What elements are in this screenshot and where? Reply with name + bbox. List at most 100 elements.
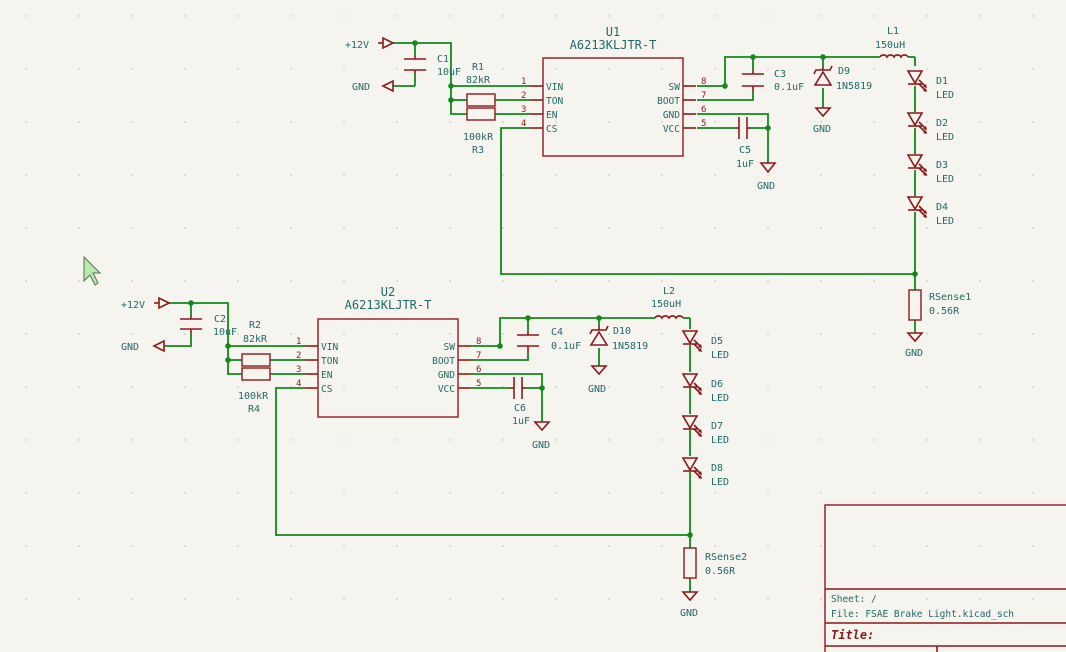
diode-d10[interactable]: D10 1N5819 (589, 325, 648, 352)
pin-number: 7 (476, 351, 481, 361)
pin-number: 7 (701, 91, 706, 101)
pin-number: 8 (476, 337, 481, 347)
resistor-r4[interactable]: 100kR R4 (238, 367, 271, 415)
c1-ref: C1 (437, 54, 449, 65)
led-value: LED (711, 477, 729, 488)
pin-name: TON (321, 356, 338, 367)
gnd-symbol[interactable]: GND (121, 339, 165, 353)
capacitor-c1[interactable]: C1 10uF (404, 54, 461, 78)
d10-value: 1N5819 (612, 341, 648, 352)
gnd-symbol[interactable]: GND (352, 79, 394, 93)
r3-ref: R3 (472, 145, 484, 156)
gnd-symbol[interactable]: GND (813, 107, 832, 135)
led-value: LED (936, 132, 954, 143)
capacitor-c4[interactable]: C4 0.1uF (517, 327, 581, 353)
capacitor-c3[interactable]: C3 0.1uF (742, 69, 804, 93)
gnd-symbol[interactable]: GND (905, 332, 924, 359)
pin-number: 2 (296, 351, 301, 361)
gnd-symbol[interactable]: GND (757, 162, 777, 192)
l2-ref: L2 (663, 286, 675, 297)
gnd-label: GND (588, 384, 606, 395)
pin-name: VIN (546, 82, 563, 93)
c3-value: 0.1uF (774, 82, 804, 93)
l1-value: 150uH (875, 40, 905, 51)
capacitor-c2[interactable]: C2 10uF (180, 314, 237, 338)
pin-number: 3 (296, 365, 301, 375)
pin-number: 5 (476, 379, 481, 389)
power-12v-symbol[interactable]: +12V (345, 36, 395, 51)
rsense2-ref: RSense2 (705, 552, 747, 563)
power-12v-label: +12V (345, 40, 369, 51)
resistor-rsense2[interactable]: RSense2 0.56R (683, 547, 747, 579)
l2-value: 150uH (651, 299, 681, 310)
title-block: Sheet: / File: FSAE Brake Light.kicad_sc… (824, 504, 1066, 652)
d9-ref: D9 (838, 66, 850, 77)
file-label: File: FSAE Brake Light.kicad_sch (831, 609, 1014, 620)
power-12v-symbol[interactable]: +12V (121, 296, 171, 311)
power-12v-label: +12V (121, 300, 145, 311)
capacitor-c6[interactable]: C6 1uF (510, 377, 530, 427)
resistor-rsense1[interactable]: RSense1 0.56R (908, 289, 971, 321)
c3-ref: C3 (774, 69, 786, 80)
c6-value: 1uF (512, 416, 530, 427)
mouse-cursor (83, 255, 102, 286)
pin-name: EN (321, 370, 333, 381)
led-ref: D2 (936, 118, 948, 129)
gnd-symbol[interactable]: GND (680, 591, 699, 619)
resistor-r3[interactable]: 100kR R3 (463, 107, 496, 156)
rsense1-value: 0.56R (929, 306, 960, 317)
pin-name: GND (663, 110, 680, 121)
gnd-symbol[interactable]: GND (588, 365, 608, 395)
gnd-label: GND (813, 124, 831, 135)
diode-d9[interactable]: D9 1N5819 (813, 65, 872, 92)
resistor-r2[interactable]: R2 82kR (241, 320, 271, 367)
pin-name: VIN (321, 342, 338, 353)
c2-ref: C2 (214, 314, 226, 325)
led-value: LED (936, 216, 954, 227)
gnd-symbol[interactable]: GND (532, 421, 551, 451)
gnd-label: GND (680, 608, 698, 619)
u2-value: A6213KLJTR-T (345, 298, 432, 312)
resistor-r1[interactable]: R1 82kR (466, 62, 496, 107)
junction (912, 271, 918, 277)
inductor-l1[interactable]: L1 150uH (875, 26, 909, 59)
pin-number: 4 (521, 119, 526, 129)
circuit-2-wires (164, 302, 691, 592)
junction (225, 343, 231, 349)
c4-ref: C4 (551, 327, 563, 338)
pin-number: 1 (521, 77, 526, 87)
junction (448, 83, 454, 89)
r1-value: 82kR (466, 75, 491, 86)
inductor-l2[interactable]: L2 150uH (651, 286, 684, 320)
led-ref: D1 (936, 76, 948, 87)
pin-number: 6 (701, 105, 706, 115)
junction (596, 315, 602, 321)
pin-number: 3 (521, 105, 526, 115)
pin-number: 1 (296, 337, 301, 347)
circuit-2: +12V GND C2 10uF R2 82kR 100kR R4 U2 (121, 285, 747, 619)
junction (412, 40, 418, 46)
u1-value: A6213KLJTR-T (570, 38, 657, 52)
gnd-label: GND (532, 440, 550, 451)
l1-ref: L1 (887, 26, 899, 37)
c5-ref: C5 (739, 145, 751, 156)
junction (525, 315, 531, 321)
led-value: LED (711, 435, 729, 446)
capacitor-c5[interactable]: C5 1uF (735, 117, 754, 170)
pin-number: 2 (521, 91, 526, 101)
pin-name: TON (546, 96, 563, 107)
led-value: LED (936, 174, 954, 185)
r2-ref: R2 (249, 320, 261, 331)
junction (765, 125, 771, 131)
